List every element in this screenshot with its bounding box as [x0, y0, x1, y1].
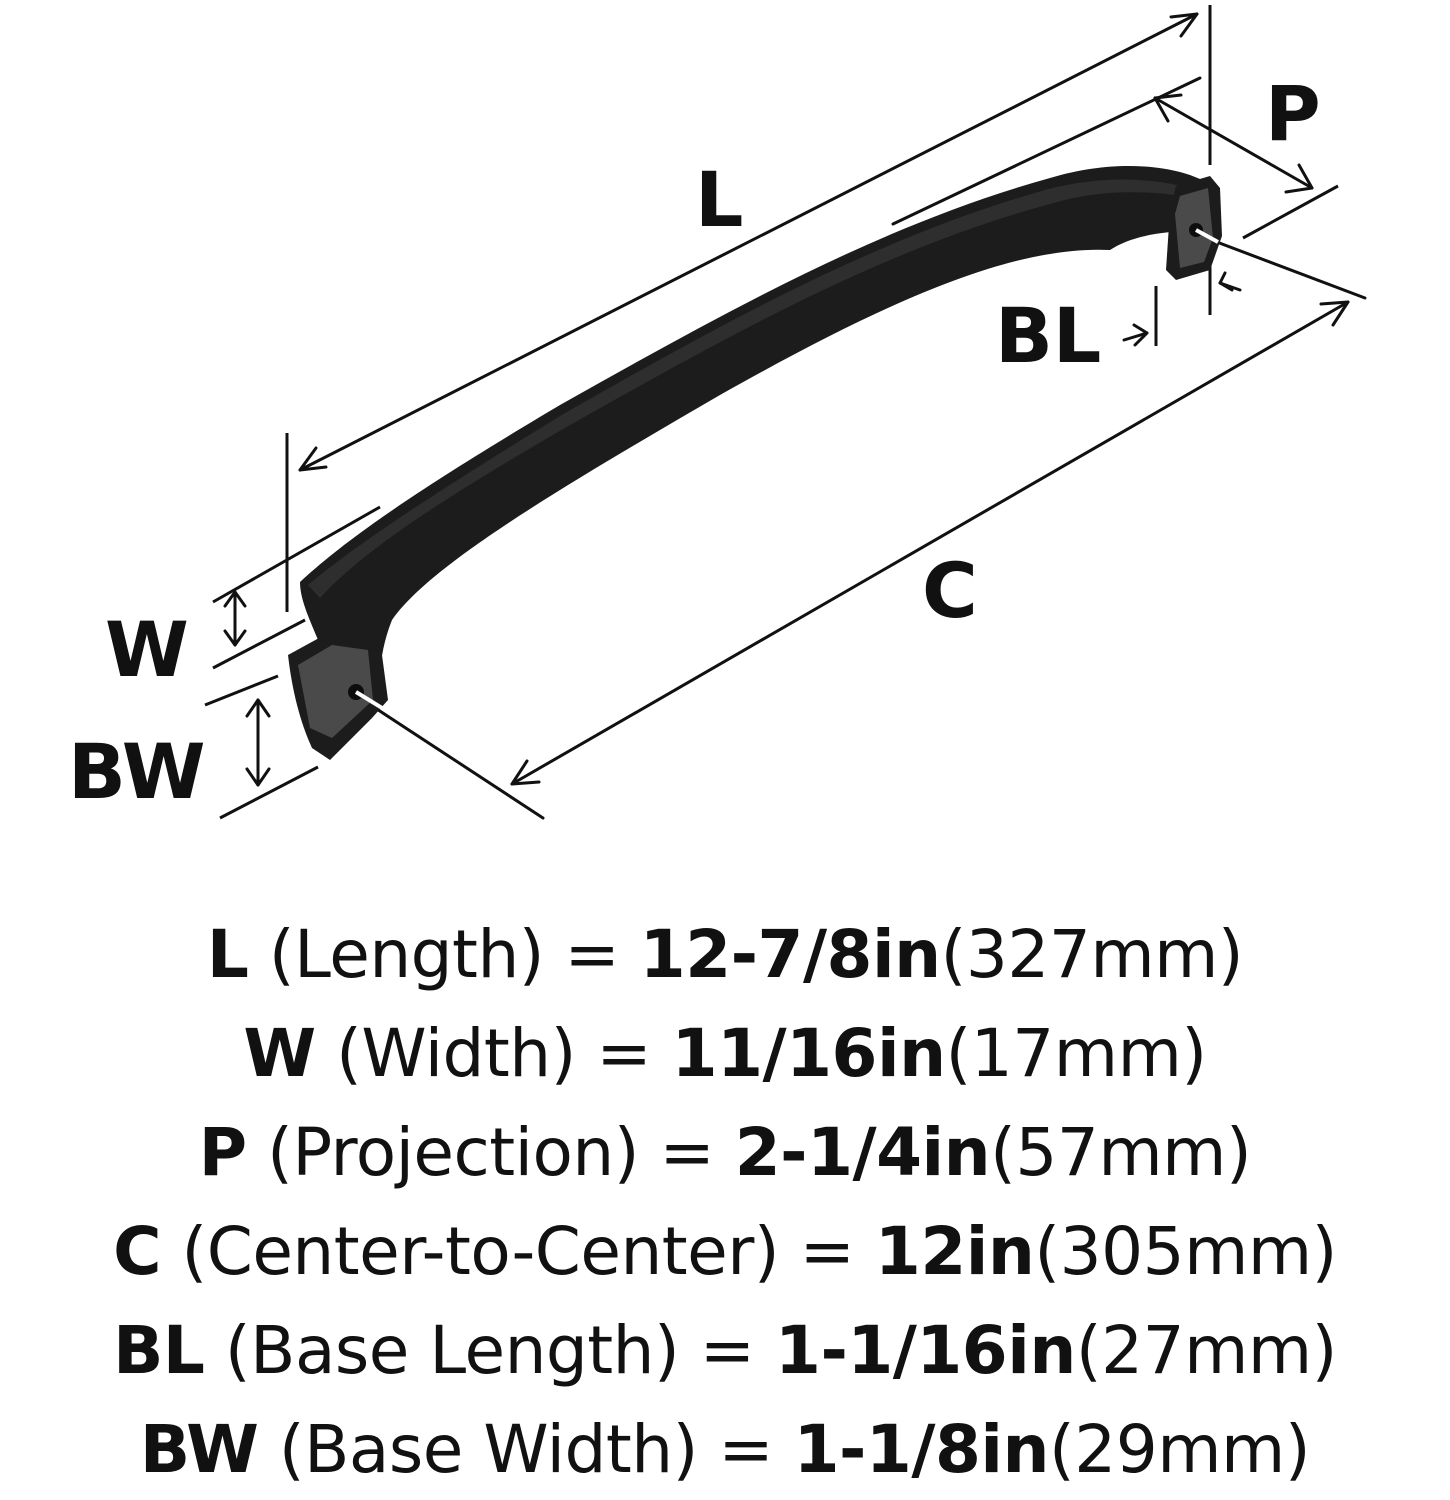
width-dimension: [212, 505, 381, 670]
screw-right: [1195, 228, 1219, 244]
base-width-ext-top: [204, 674, 279, 707]
handle-bar: [300, 165, 1215, 721]
width-arrow-top: [223, 590, 247, 608]
spec-row-length: L (Length) = 12-7/8in(327mm): [0, 905, 1450, 1004]
spec-symbol: W: [243, 1015, 316, 1092]
length-arrow-left: [298, 446, 328, 472]
projection-dimension: [1153, 93, 1339, 240]
base-length-arrow-right: [1218, 271, 1234, 292]
spec-imperial-value: 11/16in: [671, 1015, 946, 1092]
label-base-length: BL: [995, 291, 1101, 380]
spec-row-center-to-center: C (Center-to-Center) = 12in(305mm): [0, 1202, 1450, 1301]
handle-top-reference-line: [891, 76, 1202, 226]
base-width-arrow-bottom: [245, 767, 271, 787]
handle-base-left-face: [298, 645, 373, 738]
base-length-arrow-line-left: [1122, 331, 1149, 342]
spec-imperial-value: 1-1/16in: [775, 1312, 1076, 1389]
width-ext-top: [212, 505, 381, 604]
spec-description: (Length) =: [248, 916, 640, 993]
projection-arrow-bottom: [1284, 163, 1314, 194]
spec-symbol: C: [113, 1213, 161, 1290]
screw-left: [354, 690, 407, 724]
spec-imperial-value: 1-1/8in: [793, 1411, 1050, 1488]
spec-description: (Width) =: [315, 1015, 672, 1092]
label-center-to-center: C: [922, 546, 978, 635]
spec-description: (Base Length) =: [204, 1312, 776, 1389]
spec-row-width: W (Width) = 11/16in(17mm): [0, 1004, 1450, 1103]
spec-row-base-width: BW (Base Width) = 1-1/8in(29mm): [0, 1400, 1450, 1499]
center-ext-left: [358, 696, 545, 820]
spec-metric-value: (27mm): [1075, 1312, 1338, 1389]
width-arrow-bottom: [223, 629, 247, 647]
spec-imperial-value: 2-1/4in: [734, 1114, 991, 1191]
base-width-arrow-top: [245, 698, 271, 718]
handle-pull: [288, 165, 1222, 760]
spec-symbol: L: [206, 916, 249, 993]
spec-metric-value: (57mm): [990, 1114, 1252, 1191]
length-dimension: [285, 5, 1212, 612]
projection-ext-line: [1242, 184, 1339, 240]
spec-symbol: P: [198, 1114, 247, 1191]
spec-metric-value: (305mm): [1034, 1213, 1337, 1290]
dimension-spec-list: L (Length) = 12-7/8in(327mm) W (Width) =…: [0, 905, 1450, 1499]
spec-description: (Base Width) =: [258, 1411, 794, 1488]
spec-imperial-value: 12in: [874, 1213, 1035, 1290]
label-width: W: [105, 605, 189, 694]
spec-symbol: BL: [113, 1312, 205, 1389]
center-arrow-right: [1319, 300, 1350, 327]
spec-description: (Projection) =: [246, 1114, 735, 1191]
spec-metric-value: (327mm): [940, 916, 1244, 993]
spec-symbol: BW: [139, 1411, 259, 1488]
base-length-arrow-left: [1132, 323, 1149, 347]
label-length: L: [695, 155, 743, 244]
center-dimension-line: [510, 300, 1350, 786]
projection-dimension-line: [1153, 96, 1314, 190]
label-base-width: BW: [68, 727, 206, 816]
spec-description: (Center-to-Center) =: [161, 1213, 875, 1290]
spec-row-projection: P (Projection) = 2-1/4in(57mm): [0, 1103, 1450, 1202]
projection-arrow-top: [1153, 93, 1183, 123]
spec-imperial-value: 12-7/8in: [639, 916, 941, 993]
length-dimension-line: [298, 12, 1199, 472]
center-to-center-dimension: [358, 228, 1367, 820]
dimension-diagram: L P BL C W BW: [68, 5, 1367, 820]
label-projection: P: [1265, 69, 1321, 158]
center-arrow-left: [510, 759, 541, 786]
spec-metric-value: (29mm): [1049, 1411, 1311, 1488]
width-ext-bottom: [212, 618, 306, 670]
spec-row-base-length: BL (Base Length) = 1-1/16in(27mm): [0, 1301, 1450, 1400]
base-width-ext-bottom: [219, 765, 319, 820]
base-length-dimension: [1122, 265, 1242, 347]
base-width-dimension: [204, 674, 319, 820]
spec-metric-value: (17mm): [945, 1015, 1208, 1092]
length-arrow-right: [1169, 12, 1199, 38]
